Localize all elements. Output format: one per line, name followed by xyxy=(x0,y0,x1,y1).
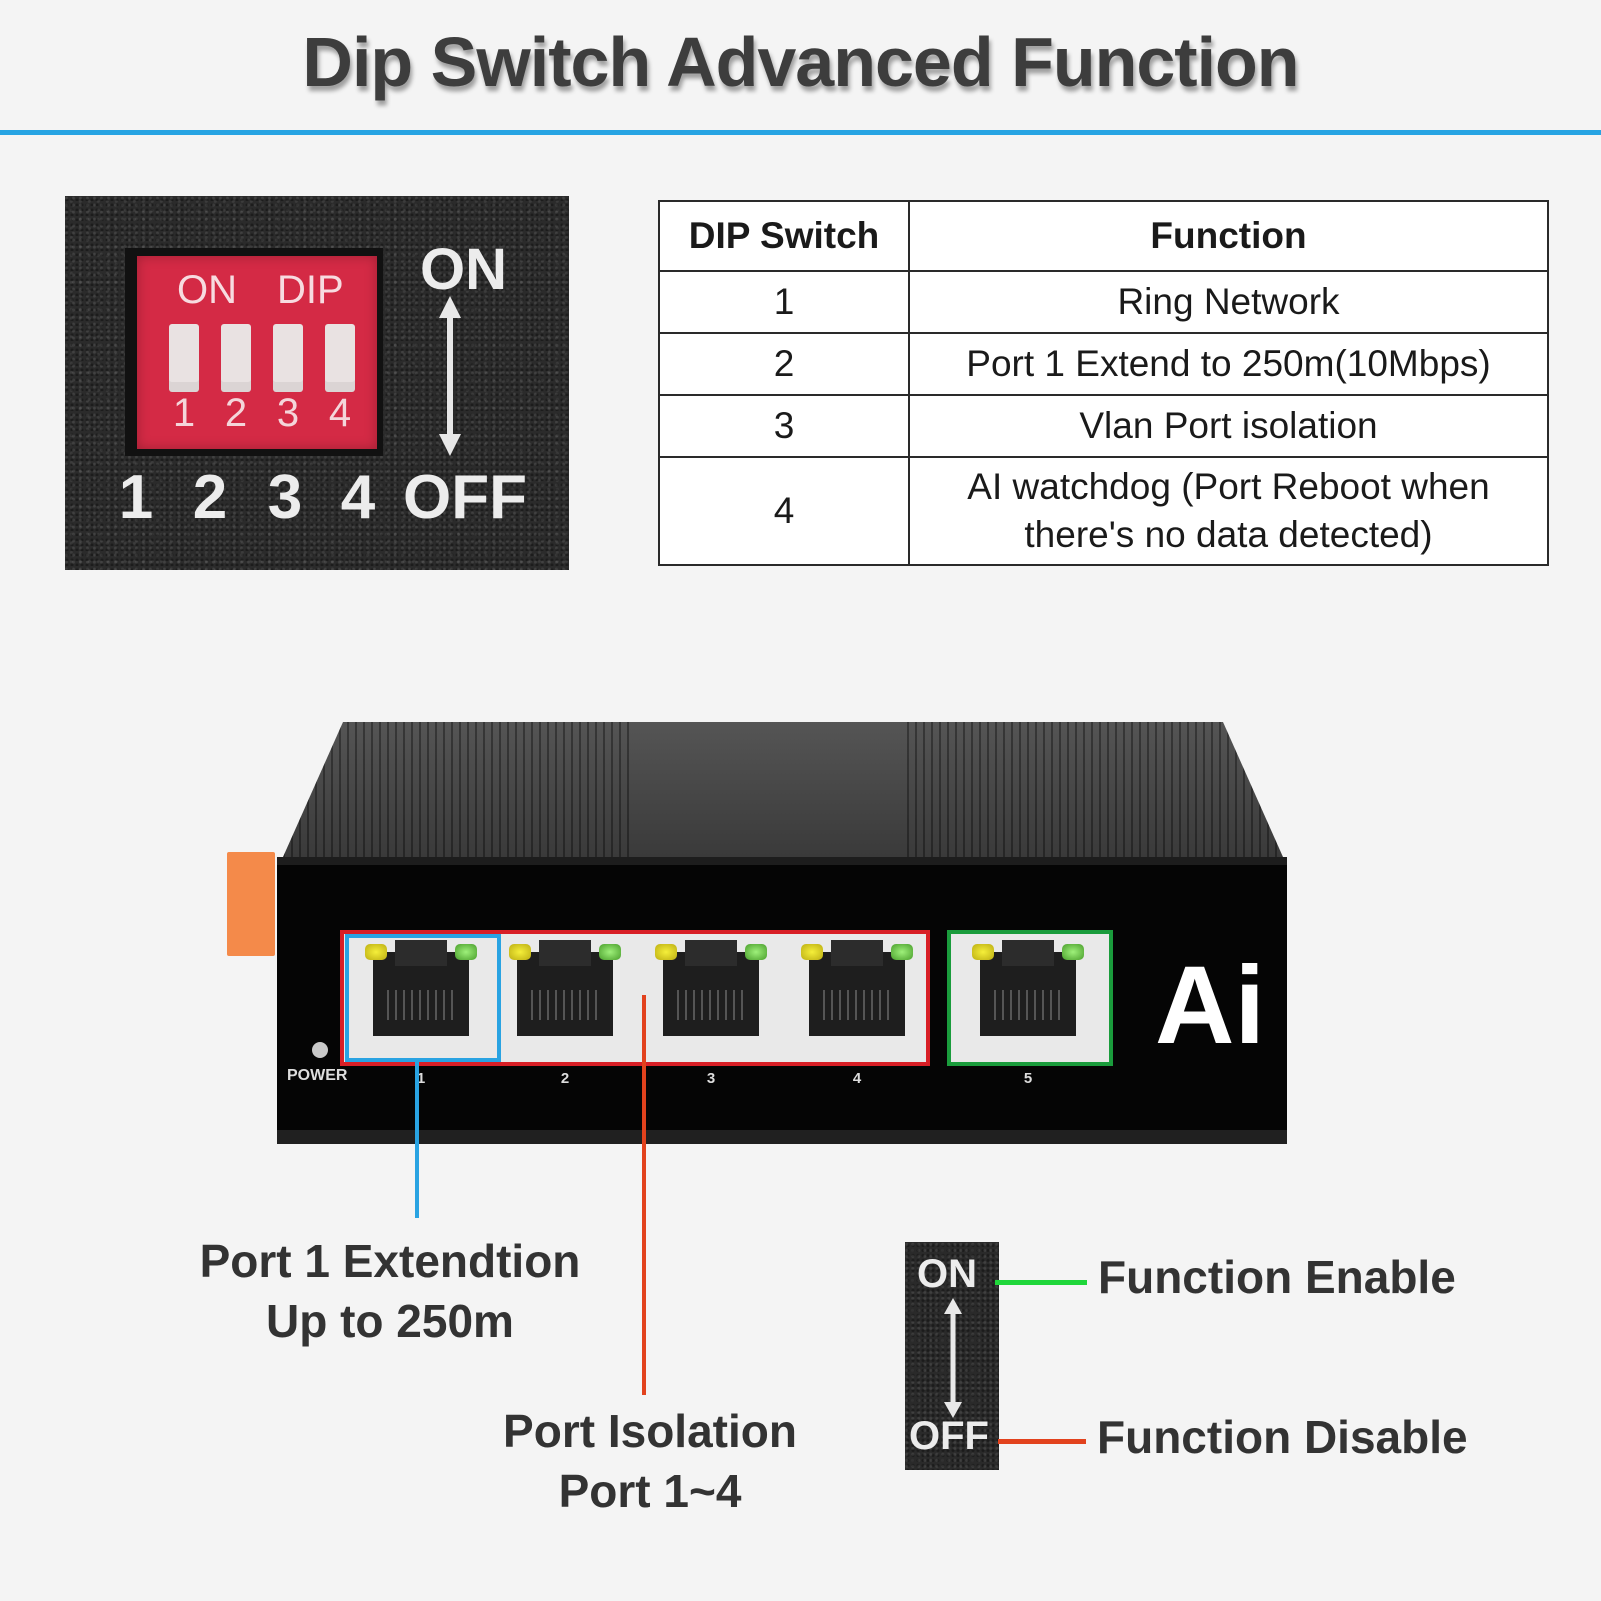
legend-on-label: ON xyxy=(917,1252,977,1296)
switch-number: 4 xyxy=(658,456,910,566)
port-number: 4 xyxy=(852,1070,862,1087)
port-number: 2 xyxy=(560,1070,570,1087)
callout-line-2: Up to 250m xyxy=(266,1294,514,1347)
table-header-row: DIP Switch Function xyxy=(658,200,1549,272)
ethernet-port-2 xyxy=(505,938,625,1038)
dip-body-number: 2 xyxy=(224,391,248,435)
power-label: POWER xyxy=(287,1067,348,1084)
table-row: 4 AI watchdog (Port Reboot when there's … xyxy=(658,456,1549,566)
function-disable-label: Function Disable xyxy=(1097,1411,1468,1463)
rj45-pins xyxy=(677,990,745,1020)
switch-function: Vlan Port isolation xyxy=(908,394,1549,458)
rj45-pins xyxy=(387,990,455,1020)
dip-slider-3 xyxy=(273,324,303,392)
network-switch-device: POWER 1 2 3 4 5 Ai xyxy=(225,722,1345,1144)
panel-number: 2 xyxy=(192,463,228,532)
header-dip-switch: DIP Switch xyxy=(658,200,910,272)
dip-body-number: 1 xyxy=(172,391,196,435)
dip-body-number: 3 xyxy=(276,391,300,435)
dip-switch-photo: ON DIP 1 2 3 4 1 2 3 4 ON OFF xyxy=(65,196,569,570)
disable-connector-line xyxy=(998,1439,1086,1444)
link-led-icon xyxy=(655,944,677,960)
ethernet-port-4 xyxy=(797,938,917,1038)
dip-switch-body: ON DIP 1 2 3 4 xyxy=(137,256,377,449)
switch-function: Ring Network xyxy=(908,270,1549,334)
port-number: 1 xyxy=(416,1070,426,1087)
rj45-latch xyxy=(1002,940,1054,966)
ethernet-port-3 xyxy=(651,938,771,1038)
link-led-icon xyxy=(509,944,531,960)
table-row: 1 Ring Network xyxy=(658,270,1549,334)
panel-number: 1 xyxy=(118,463,154,532)
dip-body-dip-label: DIP xyxy=(277,268,344,312)
link-led-icon xyxy=(972,944,994,960)
rj45-pins xyxy=(531,990,599,1020)
link-led-icon xyxy=(365,944,387,960)
switch-number: 1 xyxy=(658,270,910,334)
link-led-icon xyxy=(801,944,823,960)
activity-led-icon xyxy=(891,944,913,960)
rj45-pins xyxy=(994,990,1062,1020)
dip-slider-1 xyxy=(169,324,199,392)
switch-function: Port 1 Extend to 250m(10Mbps) xyxy=(908,332,1549,396)
header-function: Function xyxy=(908,200,1549,272)
rj45-latch xyxy=(395,940,447,966)
switch-function: AI watchdog (Port Reboot when there's no… xyxy=(908,456,1549,566)
activity-led-icon xyxy=(1062,944,1084,960)
legend-off-label: OFF xyxy=(909,1414,989,1458)
up-down-arrow-icon xyxy=(439,296,461,456)
ethernet-port-5 xyxy=(968,938,1088,1038)
dip-function-table: DIP Switch Function 1 Ring Network 2 Por… xyxy=(658,200,1549,566)
port1-callout-line xyxy=(415,1058,419,1218)
heatsink-fins-left xyxy=(283,722,633,857)
rj45-latch xyxy=(539,940,591,966)
dip-slider-2 xyxy=(221,324,251,392)
panel-number: 4 xyxy=(340,463,376,532)
up-down-arrow-icon xyxy=(944,1298,962,1418)
on-label: ON xyxy=(420,237,507,302)
table-row: 2 Port 1 Extend to 250m(10Mbps) xyxy=(658,332,1549,396)
port1-frame xyxy=(345,934,501,1062)
activity-led-icon xyxy=(455,944,477,960)
device-heatsink-top xyxy=(283,722,1283,857)
rj45-latch xyxy=(831,940,883,966)
heatsink-fins-right xyxy=(903,722,1283,857)
switch-number: 2 xyxy=(658,332,910,396)
switch-number: 3 xyxy=(658,394,910,458)
activity-led-icon xyxy=(745,944,767,960)
enable-connector-line xyxy=(995,1280,1087,1285)
function-enable-label: Function Enable xyxy=(1098,1251,1456,1303)
off-label: OFF xyxy=(403,463,527,532)
activity-led-icon xyxy=(599,944,621,960)
dip-body-number: 4 xyxy=(328,391,352,435)
brand-logo: Ai xyxy=(1155,944,1265,1067)
rj45-pins xyxy=(823,990,891,1020)
port1-extension-callout: Port 1 Extendtion Up to 250m xyxy=(170,1232,610,1352)
callout-line-1: Port 1 Extendtion xyxy=(199,1235,581,1287)
callout-line-1: Port Isolation xyxy=(503,1405,797,1457)
ethernet-port-1 xyxy=(361,938,481,1038)
on-off-legend-photo: ON OFF xyxy=(905,1242,999,1470)
power-terminal-block xyxy=(227,852,275,956)
port-isolation-callout: Port Isolation Port 1~4 xyxy=(460,1402,840,1522)
isolation-callout-line xyxy=(642,995,646,1395)
port-number: 5 xyxy=(1023,1070,1033,1087)
rj45-latch xyxy=(685,940,737,966)
page-title: Dip Switch Advanced Function xyxy=(302,23,1299,101)
power-led-icon xyxy=(312,1042,328,1058)
dip-slider-4 xyxy=(325,324,355,392)
panel-number: 3 xyxy=(267,463,303,532)
callout-line-2: Port 1~4 xyxy=(558,1464,742,1517)
table-row: 3 Vlan Port isolation xyxy=(658,394,1549,458)
dip-body-on-label: ON xyxy=(177,268,237,312)
port-number: 3 xyxy=(706,1070,716,1087)
title-divider xyxy=(0,130,1601,135)
